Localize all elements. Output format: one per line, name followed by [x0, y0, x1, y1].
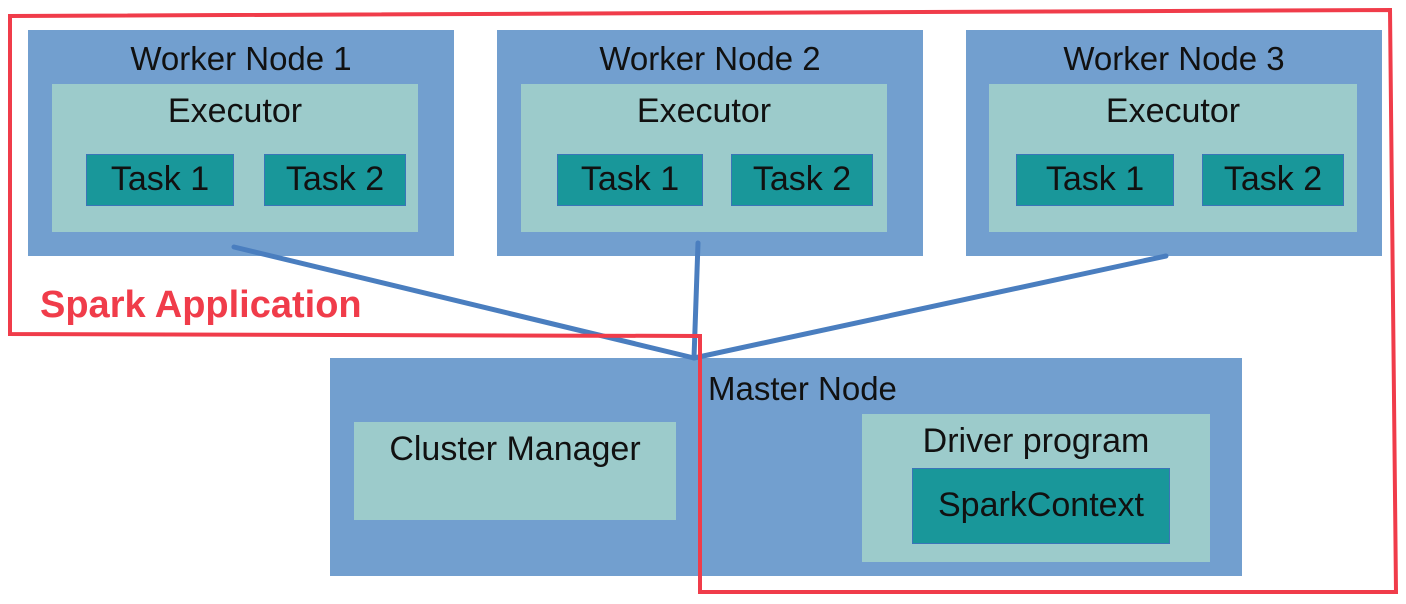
task-label: Task 2: [1223, 160, 1323, 198]
worker-node-3: Worker Node 3 Executor Task 1 Task 2: [966, 30, 1382, 256]
task-label: Task 2: [285, 160, 385, 198]
task-2: Task 2: [731, 154, 873, 206]
driver-program-label: Driver program: [922, 422, 1150, 460]
spark-context: SparkContext: [912, 468, 1170, 544]
spark-application-label: Spark Application: [40, 284, 362, 326]
cluster-manager: Cluster Manager: [354, 422, 676, 520]
cluster-manager-label: Cluster Manager: [389, 430, 641, 468]
task-1: Task 1: [86, 154, 234, 206]
task-label: Task 1: [1045, 160, 1145, 198]
connector-worker-3: [691, 253, 1169, 361]
task-2: Task 2: [264, 154, 406, 206]
worker-node-2: Worker Node 2 Executor Task 1 Task 2: [497, 30, 923, 256]
executor: Executor Task 1 Task 2: [989, 84, 1357, 232]
task-2: Task 2: [1202, 154, 1344, 206]
executor: Executor Task 1 Task 2: [521, 84, 887, 232]
task-1: Task 1: [1016, 154, 1174, 206]
task-label: Task 1: [110, 160, 210, 198]
worker-node-1: Worker Node 1 Executor Task 1 Task 2: [28, 30, 454, 256]
worker-node-title: Worker Node 2: [599, 40, 821, 77]
master-node: Master Node Cluster Manager Driver progr…: [330, 358, 1242, 576]
spark-context-label: SparkContext: [938, 486, 1144, 524]
worker-node-title: Worker Node 3: [1063, 40, 1285, 77]
task-label: Task 2: [752, 160, 852, 198]
executor-title: Executor: [1105, 92, 1241, 130]
task-1: Task 1: [557, 154, 703, 206]
master-node-title: Master Node: [708, 370, 897, 407]
executor-title: Executor: [636, 92, 772, 130]
executor-title: Executor: [167, 92, 303, 130]
connector-worker-2: [691, 240, 701, 361]
task-label: Task 1: [580, 160, 680, 198]
driver-program: Driver program SparkContext: [862, 414, 1210, 562]
worker-node-title: Worker Node 1: [130, 40, 352, 77]
executor: Executor Task 1 Task 2: [52, 84, 418, 232]
connectors: [231, 240, 1169, 361]
